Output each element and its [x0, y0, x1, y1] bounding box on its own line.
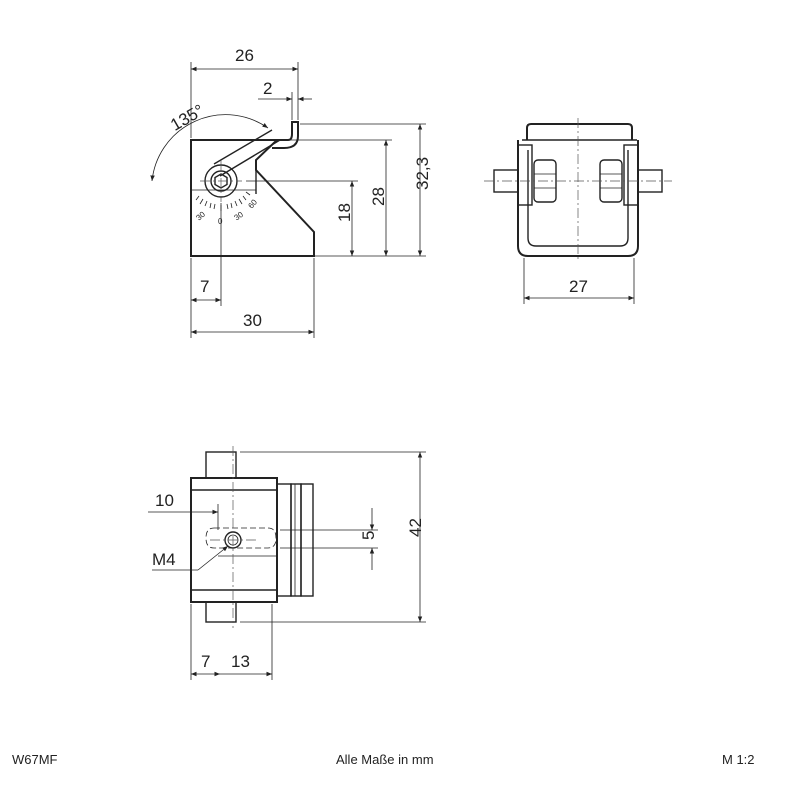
right-flange-1	[276, 483, 292, 597]
right-flange-3	[300, 483, 314, 597]
side-slot-line-2	[219, 139, 281, 177]
dim-42: 42	[406, 518, 425, 537]
dim-7: 7	[200, 277, 209, 296]
angle-arc	[150, 114, 269, 182]
dim-28: 28	[369, 187, 388, 206]
front-u-bracket-outer	[517, 140, 639, 257]
slot-hidden	[205, 527, 277, 549]
dim-32-3: 32,3	[413, 157, 432, 190]
dim-30: 30	[243, 311, 262, 330]
angle-scale-ticks	[195, 191, 251, 211]
m4-leader	[197, 545, 229, 571]
scale-note: M 1:2	[722, 752, 755, 767]
dim-18: 18	[335, 203, 354, 222]
dim-m4: M4	[152, 550, 176, 569]
scale-label-0: 0	[218, 217, 223, 226]
dim-5: 5	[359, 531, 378, 540]
side-body-outline	[190, 139, 315, 257]
dim-7b: 7	[201, 652, 210, 671]
scale-label-30-left: 30	[194, 209, 207, 222]
top-stud	[205, 451, 237, 479]
angle-label: 135°	[167, 101, 207, 135]
dim-2: 2	[263, 79, 272, 98]
front-view: 27	[484, 118, 672, 304]
side-view: 30 0 30 60 135° 26 2 18 28 32,3	[150, 46, 432, 338]
bottom-stud	[205, 601, 237, 623]
top-view: 10 M4 5 42 7 13	[148, 446, 426, 680]
front-top-plate	[526, 123, 633, 140]
scale-label-30-right: 30	[232, 210, 245, 223]
dim-10: 10	[155, 491, 174, 510]
dim-13: 13	[231, 652, 250, 671]
units-note: Alle Maße in mm	[336, 752, 434, 767]
front-left-tab	[517, 144, 533, 206]
right-flange-2	[290, 483, 302, 597]
scale-label-60: 60	[246, 197, 259, 210]
dim-26: 26	[235, 46, 254, 65]
part-number: W67MF	[12, 752, 58, 767]
dim-27: 27	[569, 277, 588, 296]
side-slot-line	[213, 129, 273, 165]
side-hook	[272, 121, 299, 149]
front-right-tab	[623, 144, 639, 206]
